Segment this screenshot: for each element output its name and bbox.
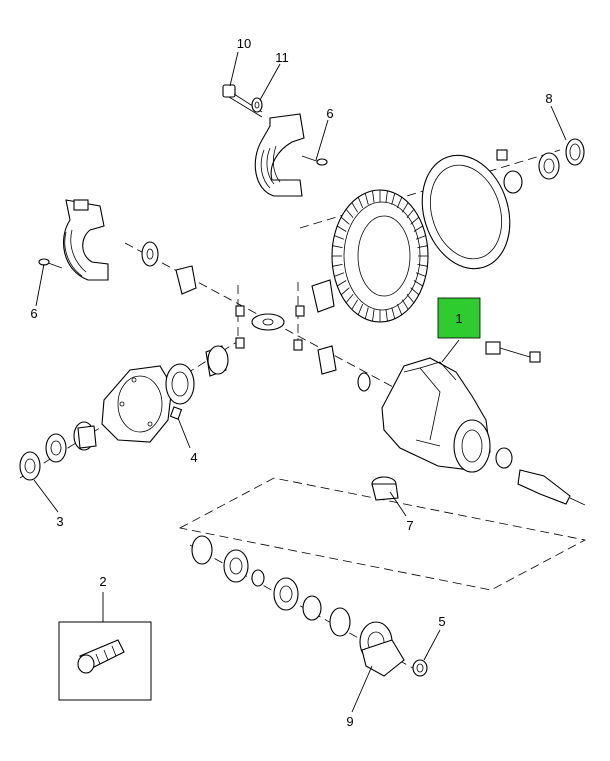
gear-tooth [372,190,375,203]
gear-tooth [417,264,428,267]
gear-tooth [406,209,415,219]
callout-9: 9 [346,714,353,729]
gear-tooth [364,307,369,319]
bearing-cap-upper [254,113,305,197]
gear-tooth [391,307,396,319]
pinion-bearing-stack [191,535,405,677]
differential-spider [141,241,371,392]
gear-tooth [385,190,388,203]
bearing-set-part-3 [19,421,97,481]
gear-tooth [357,197,364,209]
gear-tooth [401,202,409,213]
pinion-subassembly-boundary [178,477,587,591]
gear-tooth [357,303,364,315]
gear-tooth [364,193,369,205]
gear-tooth [396,197,403,209]
bearing-cup-part-8 [496,138,585,194]
bearing-cap-left [63,199,109,281]
pin-part-4 [169,406,183,420]
callout-2: 2 [99,574,106,589]
ring-gear [331,189,429,323]
cotter-pin-left [38,258,63,269]
callout-11: 11 [275,50,289,65]
gear-tooth [406,293,415,303]
callout-5: 5 [438,614,445,629]
gear-tooth [417,245,428,248]
gear-tooth [345,209,354,219]
gear-tooth [340,287,350,296]
nut-part-5 [412,659,428,677]
gear-tooth [391,193,396,205]
gear-tooth [351,202,359,213]
gear-tooth [340,216,350,225]
callout-10: 10 [237,36,251,51]
leader-lines [33,51,567,713]
carrier-housing-part-1 [381,357,491,473]
gear-tooth [410,216,420,225]
thrust-ring [421,154,511,270]
washer-part-11 [251,97,263,113]
gear-tooth [336,280,347,287]
highlighted-part-box[interactable] [437,297,481,339]
gear-tooth [336,225,347,232]
gear-tooth [415,235,426,240]
differential-case [101,363,195,443]
gear-tooth [413,225,424,232]
gear-tooth [385,309,388,322]
gear-tooth [334,272,345,277]
axle-centerline-left [124,242,396,389]
gear-tooth [332,245,343,248]
inset-cap-screw-part-2 [58,621,152,701]
drive-pinion [495,447,586,506]
gear-tooth [334,235,345,240]
callout-8: 8 [545,91,552,106]
gear-tooth [351,299,359,310]
callout-3: 3 [56,514,63,529]
callout-4: 4 [190,450,197,465]
callout-7: 7 [406,518,413,533]
gear-tooth [372,309,375,322]
gear-tooth [345,293,354,303]
gear-tooth [396,303,403,315]
callout-6-left: 6 [30,306,37,321]
gear-tooth [332,264,343,267]
cotter-pin-upper [301,155,328,166]
gear-tooth [410,287,420,296]
gear-tooth [413,280,424,287]
gear-tooth [415,272,426,277]
callout-6-upper: 6 [326,106,333,121]
breather-fitting [485,341,541,363]
bushing-part-7 [371,476,399,501]
callout-1[interactable]: 1 [455,311,462,326]
gear-tooth [401,299,409,310]
